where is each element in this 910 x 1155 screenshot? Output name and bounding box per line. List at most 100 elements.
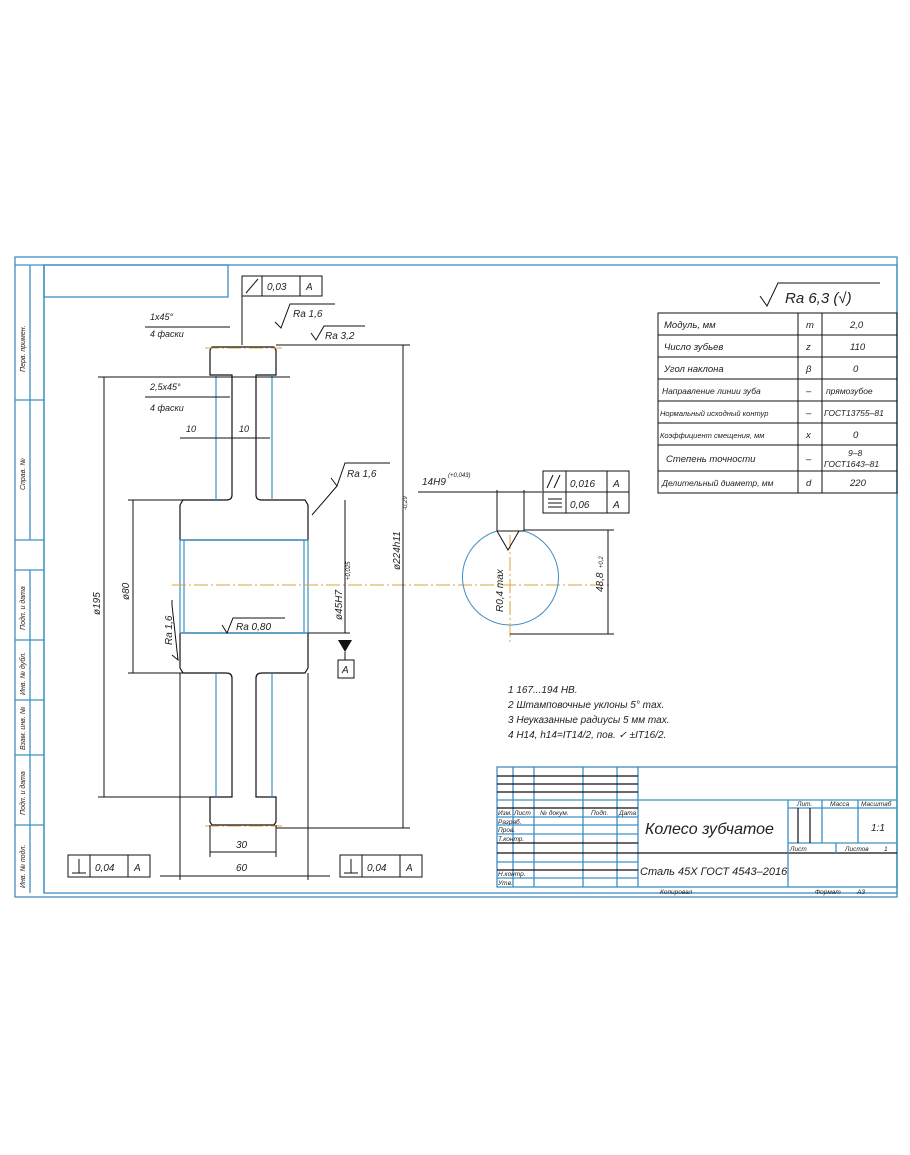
ra-16-hub: Ra 1,6: [347, 469, 377, 480]
tb-copied: Копировал: [660, 889, 693, 896]
dim-d195: ø195: [92, 592, 103, 615]
param-name: Модуль, мм: [664, 320, 716, 331]
param-val: 9–8: [848, 448, 862, 458]
symmetry-datum: A: [612, 500, 620, 511]
side-label: Инв. № дубл.: [19, 652, 27, 695]
tb-scale-label: Масштаб: [861, 800, 892, 808]
note: 1 167...194 HB.: [508, 685, 578, 696]
ra-32: Ra 3,2: [325, 331, 355, 342]
tb-row: Т.контр.: [498, 836, 524, 843]
note: 3 Неуказанные радиусы 5 мм max.: [508, 715, 670, 726]
dim-d45-tol: +0,025: [346, 561, 352, 580]
param-name: Коэффициент смещения, мм: [660, 431, 764, 440]
chamfer-2-note: 4 фаски: [150, 403, 184, 413]
side-label: Инв. № подл.: [19, 845, 27, 888]
note: 4 H14, h14=IT14/2, пов. ✓ ±IT16/2.: [508, 730, 666, 741]
param-val: ГОСТ13755–81: [824, 408, 884, 418]
key-width: 14H9: [422, 477, 446, 488]
perp-right-value: 0,04: [367, 863, 387, 874]
chamfer-1: 1x45°: [150, 312, 174, 322]
side-label: Подп. и дата: [19, 771, 27, 815]
perp-left-value: 0,04: [95, 863, 115, 874]
keyway-view: 14H9 (+0,043) 0,016 A 0,06 A R0,4 max 48…: [418, 470, 630, 645]
param-sym: z: [805, 342, 811, 353]
side-label: Перв. примен.: [20, 325, 27, 372]
dim-d224-tol: -0,29: [403, 496, 409, 510]
tb-col: Лист: [513, 810, 531, 817]
parallel-datum: A: [612, 479, 620, 490]
param-val: 0: [853, 364, 859, 375]
param-name: Делительный диаметр, мм: [661, 478, 774, 488]
dim-d224: ø224h11: [392, 531, 403, 570]
dim-10a: 10: [186, 424, 196, 434]
tb-row: Разраб.: [498, 818, 522, 826]
tb-material: Сталь 45Х ГОСТ 4543–2016: [640, 866, 788, 878]
param-val: 0: [853, 430, 859, 441]
symmetry-value: 0,06: [570, 500, 590, 511]
perp-right-datum: A: [405, 863, 413, 874]
tb-mass-label: Масса: [830, 801, 850, 808]
ra-16-top: Ra 1,6: [293, 309, 323, 320]
param-sym: m: [806, 320, 814, 331]
tb-sheet-label: Лист: [789, 846, 807, 853]
side-label: Подп. и дата: [19, 586, 27, 630]
tb-row: Утв.: [497, 880, 513, 887]
general-roughness: Ra 6,3 (√): [785, 290, 852, 307]
tb-part-name: Колесо зубчатое: [645, 821, 774, 838]
param-val-2: ГОСТ1643–81: [824, 459, 879, 469]
ra-080: Ra 0,80: [236, 622, 271, 633]
title-block: Изм. Лист № докум. Подп. Дата Разраб. Пр…: [496, 766, 898, 896]
note: 2 Штамповочные уклоны 5° max.: [507, 700, 664, 711]
section-annotations: 0,03 A Ra 1,6 Ra 3,2 Ra 1,6 Ra 1,6 Ra 0,…: [67, 275, 423, 878]
param-name: Число зубьев: [664, 342, 723, 353]
param-sym: β: [805, 364, 812, 375]
key-width-tol: (+0,043): [448, 473, 471, 479]
gear-section-view: [172, 346, 610, 827]
technical-notes: 1 167...194 HB. 2 Штамповочные уклоны 5°…: [507, 685, 670, 741]
param-val: 2,0: [849, 320, 864, 331]
dim-10b: 10: [239, 424, 249, 434]
tb-scale: 1:1: [871, 823, 885, 834]
dim-d80: ø80: [121, 582, 132, 600]
tb-col: № докум.: [540, 809, 569, 817]
tb-format-label: Формат: [815, 889, 841, 896]
dim-30: 30: [236, 840, 248, 851]
dim-d45: ø45H7: [334, 590, 345, 620]
perp-left-datum: A: [133, 863, 141, 874]
runout-value: 0,03: [267, 282, 287, 293]
param-val: прямозубое: [826, 386, 873, 396]
sheet-frame: [14, 256, 898, 898]
tb-sheets: 1: [884, 846, 888, 853]
tb-row: Пров.: [498, 827, 515, 834]
param-sym: –: [805, 454, 812, 465]
param-name: Степень точности: [666, 454, 756, 465]
side-strip-labels: Перв. примен. Справ. № Подп. и дата Инв.…: [19, 325, 27, 888]
tb-col: Подп.: [591, 809, 608, 817]
tb-lit-label: Лит.: [796, 801, 812, 808]
tb-format: A3: [856, 889, 865, 896]
tb-col: Дата: [618, 810, 637, 817]
param-name: Направление линии зуба: [662, 386, 761, 396]
chamfer-2: 2,5x45°: [149, 382, 181, 392]
dim-60: 60: [236, 863, 248, 874]
key-depth-tol: +0,2: [599, 555, 605, 568]
param-name: Нормальный исходный контур: [660, 409, 768, 418]
chamfer-1-note: 4 фаски: [150, 329, 184, 339]
parallel-value: 0,016: [570, 479, 595, 490]
side-label: Справ. №: [20, 458, 27, 490]
param-val: 220: [849, 478, 867, 489]
tb-sheets-label: Листов: [844, 846, 869, 853]
key-radius: R0,4 max: [495, 568, 506, 612]
param-sym: –: [805, 386, 812, 397]
side-label: Взам. инв. №: [20, 706, 27, 750]
param-name: Угол наклона: [663, 364, 724, 375]
runout-datum: A: [305, 282, 313, 293]
key-depth: 48,8: [595, 572, 606, 592]
gear-parameters-table: Модуль, мм m 2,0 Число зубьев z 110 Угол…: [657, 312, 898, 494]
ra-16-bore: Ra 1,6: [164, 615, 175, 645]
param-sym: –: [805, 408, 812, 419]
datum-a: A: [341, 665, 349, 676]
tb-row: Н.контр.: [498, 871, 526, 878]
tb-col: Изм.: [498, 810, 512, 817]
